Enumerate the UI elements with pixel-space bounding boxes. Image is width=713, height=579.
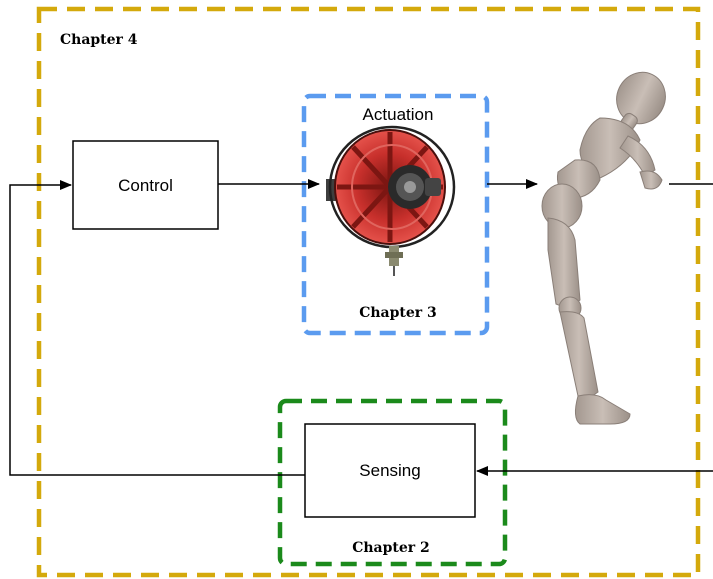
actuation-title: Actuation <box>363 105 434 124</box>
actuator-device-icon <box>326 125 456 276</box>
sensing-label: Sensing <box>359 461 420 480</box>
mannequin-bending-icon <box>541 71 666 425</box>
sensing-frame <box>277 398 508 567</box>
chapter-2-label: Chapter 2 <box>352 540 430 556</box>
control-block <box>72 140 219 230</box>
control-label: Control <box>118 176 173 195</box>
chapter-4-label: Chapter 4 <box>60 32 138 48</box>
sensing-block <box>304 423 476 518</box>
chapter-3-label: Chapter 3 <box>359 305 437 321</box>
feedback-line <box>9 180 305 476</box>
outer-frame-chapter-4 <box>36 6 701 578</box>
actuation-frame <box>301 93 490 336</box>
